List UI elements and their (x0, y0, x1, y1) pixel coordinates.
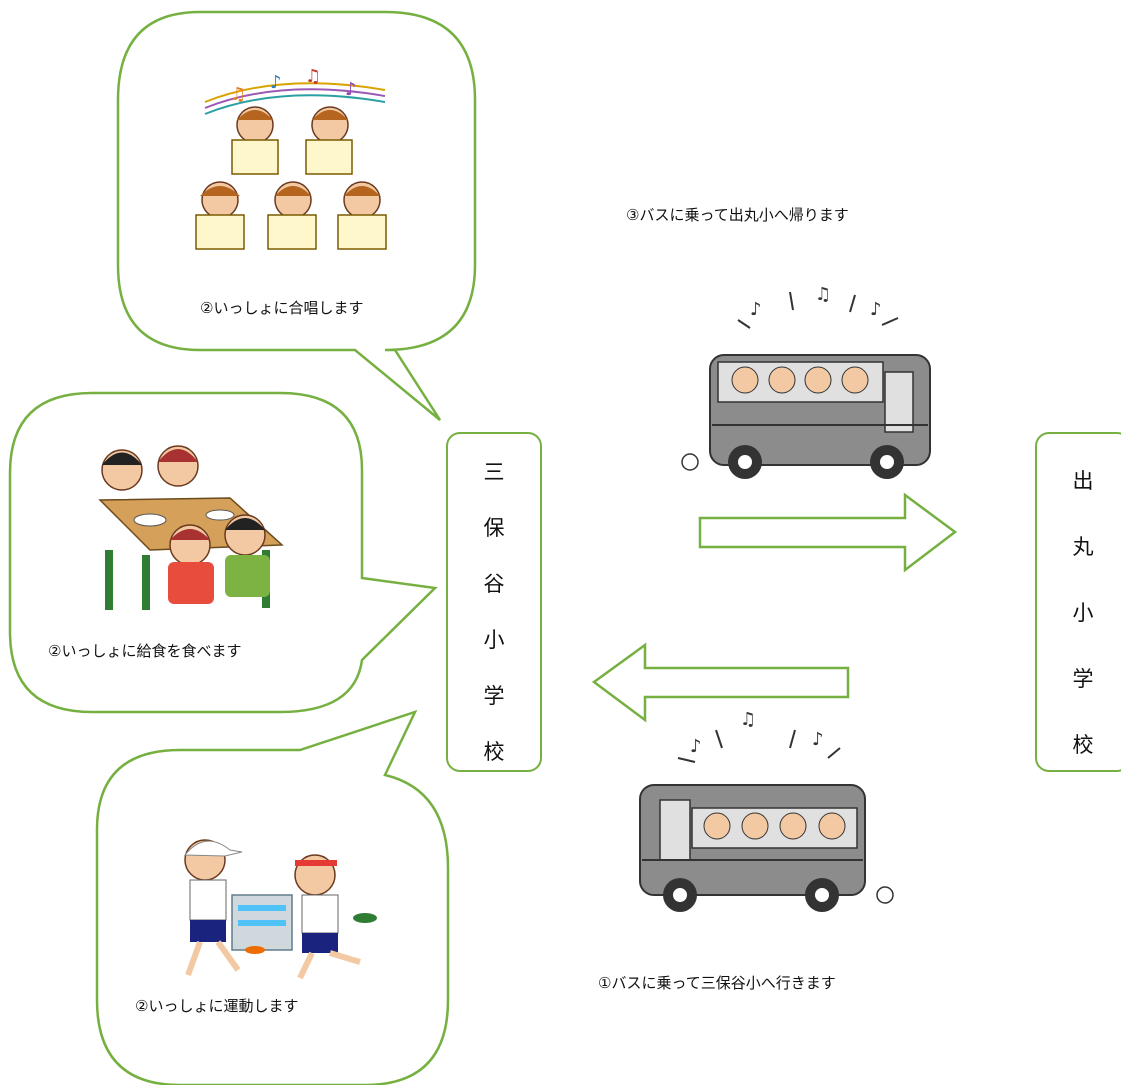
caption-lunch: ②いっしょに給食を食べます (48, 642, 242, 660)
school-char: 学 (483, 684, 505, 708)
school-box-demaru: 出 丸 小 学 校 (1035, 432, 1121, 772)
school-lunch-illustration (98, 445, 284, 610)
svg-text:♪: ♪ (750, 299, 762, 320)
speech-bubble-lunch (8, 391, 438, 714)
svg-text:♪: ♪ (690, 736, 702, 757)
svg-text:♫: ♫ (230, 84, 246, 105)
svg-text:♫: ♫ (815, 284, 831, 305)
school-char: 校 (1072, 733, 1094, 757)
arrow-right (698, 492, 958, 573)
svg-text:♪: ♪ (345, 79, 357, 100)
school-char: 校 (483, 740, 505, 764)
school-char: 出 (1072, 469, 1094, 493)
school-char: 保 (483, 516, 505, 540)
caption-bus-return: ③バスに乗って出丸小へ帰ります (626, 206, 849, 224)
school-char: 丸 (1072, 535, 1094, 559)
school-char: 谷 (483, 572, 505, 596)
arrow-left (591, 642, 850, 723)
caption-sports: ②いっしょに運動します (135, 997, 299, 1015)
svg-text:♫: ♫ (305, 66, 321, 87)
school-box-mihoya: 三 保 谷 小 学 校 (446, 432, 542, 772)
svg-text:♪: ♪ (270, 72, 282, 93)
svg-text:♪: ♪ (870, 299, 882, 320)
svg-text:♪: ♪ (812, 729, 824, 750)
school-char: 三 (483, 460, 505, 484)
school-char: 小 (1072, 601, 1094, 625)
school-char: 学 (1072, 667, 1094, 691)
school-char: 小 (483, 628, 505, 652)
caption-bus-go: ①バスに乗って三保谷小へ行きます (598, 974, 836, 992)
running-children-illustration (183, 839, 377, 980)
singing-children-illustration: ♫ ♪ ♫ ♪ (195, 66, 387, 250)
caption-singing: ②いっしょに合唱します (200, 299, 364, 317)
bus-illustration-return: ♪ ♫ ♪ (681, 284, 931, 479)
bus-illustration-go: ♪ ♫ ♪ (639, 709, 894, 912)
svg-text:♫: ♫ (740, 709, 756, 730)
